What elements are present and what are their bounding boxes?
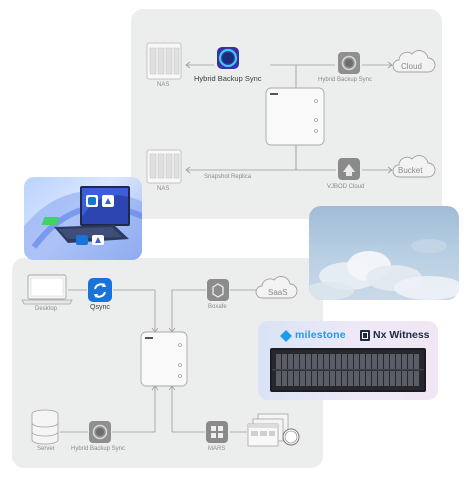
boxafe-label: Boxafe	[208, 304, 227, 310]
hbs-gray-icon-bottom	[89, 421, 111, 443]
hbs-gray-icon	[338, 52, 360, 74]
sky-clouds-image	[309, 206, 459, 300]
cloud-label: Cloud	[401, 62, 422, 71]
wordpress-icon	[282, 428, 300, 446]
center-nas-top	[265, 87, 325, 146]
windows-laptop-image	[24, 177, 142, 260]
saas-cloud-icon	[255, 276, 298, 299]
arrow-to-bucket	[387, 166, 393, 174]
hbs-app-label: Hybrid Backup Sync	[194, 74, 262, 83]
vm-windows-icon	[247, 413, 289, 447]
server-label: Server	[37, 446, 55, 452]
boxafe-icon	[207, 279, 229, 301]
center-nas-bottom	[140, 331, 188, 387]
cloud-icon	[392, 50, 436, 73]
mars-label: MARS	[208, 446, 226, 452]
nas-top-label: NAS	[157, 82, 170, 88]
laptop-illustration	[24, 186, 142, 260]
arrow-to-nas-bottom	[185, 166, 191, 174]
arrow-to-nas-top	[185, 61, 191, 69]
nx-logo-icon	[360, 330, 370, 341]
bucket-cloud-icon	[392, 155, 436, 178]
line-qsync-center	[113, 289, 156, 332]
line-hbs-center	[112, 386, 156, 433]
desktop-label: Desktop	[35, 306, 58, 312]
hbs-bottom-label: Hybrid Backup Sync	[71, 446, 126, 452]
vms-promo-card: milestone Nx Witness	[258, 321, 438, 400]
vjbod-icon	[338, 158, 360, 180]
saas-label: SaaS	[268, 288, 288, 297]
line-boxafe-center	[171, 289, 206, 332]
rack-server-image	[270, 348, 426, 392]
hbs-app-icon	[217, 47, 239, 69]
snapshot-label: Snapshot Replica	[204, 174, 252, 180]
qsync-label: Qsync	[90, 304, 110, 311]
qsync-icon	[88, 278, 112, 302]
clouds-illustration	[309, 239, 459, 300]
nas-bottom-label: NAS	[157, 186, 170, 192]
arrow-to-cloud	[387, 61, 393, 69]
laptop-icon	[21, 274, 73, 305]
milestone-label: milestone	[295, 329, 346, 341]
bucket-label: Bucket	[398, 166, 423, 175]
nas-top-icon	[146, 42, 182, 80]
vjbod-label: VJBOD Cloud	[327, 184, 365, 190]
nx-witness-label: Nx Witness	[373, 329, 430, 341]
nas-bottom-icon	[146, 149, 182, 184]
line-mars-center	[171, 386, 205, 433]
mars-icon	[206, 421, 228, 443]
milestone-logo-icon	[280, 330, 292, 342]
line-center-vjbod	[295, 145, 336, 171]
hbs-cloud-label: Hybrid Backup Sync	[318, 77, 373, 83]
server-icon	[31, 409, 59, 445]
